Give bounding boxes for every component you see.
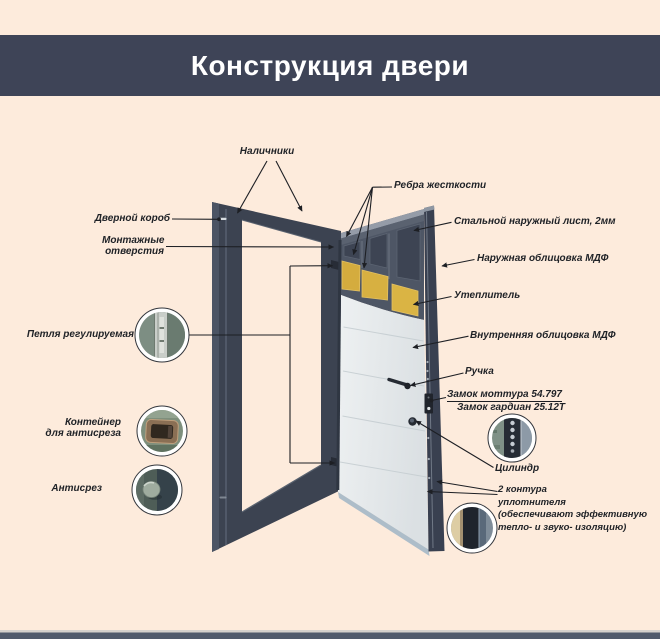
leader-lines bbox=[165, 160, 498, 496]
frame-trim-edge bbox=[212, 202, 219, 552]
cylinder-knob-center bbox=[410, 418, 414, 423]
top-rail bbox=[341, 214, 424, 245]
label-montazhnye-otverstiya: Монтажные отверстия bbox=[102, 235, 165, 257]
label-antisrez: Антисрез bbox=[51, 483, 102, 494]
title-bar: Конструкция двери bbox=[0, 35, 660, 96]
inner-panel bbox=[338, 295, 429, 550]
label-petlya: Петля регулируемая bbox=[26, 329, 134, 340]
mounting-hole bbox=[219, 496, 227, 499]
label-vnutrennyaya-oblitsovka: Внутренняя облицовка МДФ bbox=[470, 330, 616, 341]
label-kontura-line3: (обеспечивают эффективную bbox=[498, 509, 648, 520]
label-tsilindr: Цилиндр bbox=[495, 463, 540, 474]
footer-bar bbox=[0, 630, 660, 639]
label-stalnoy-list: Стальной наружный лист, 2мм bbox=[454, 216, 616, 227]
label-uteplitel: Утеплитель bbox=[454, 290, 521, 301]
label-naruzhnaya-oblitsovka: Наружная облицовка МДФ bbox=[477, 253, 609, 264]
cylinder-inset-circle bbox=[487, 413, 537, 463]
label-kontura-line4: тепло- и звуко- изоляцию) bbox=[498, 521, 627, 533]
label-zamok-mottura: Замок моттура 54.797 bbox=[447, 389, 562, 402]
seal-inset-circle bbox=[446, 502, 498, 554]
door-hardware bbox=[387, 360, 433, 480]
door-leaf bbox=[336, 205, 445, 556]
door-top-edge-highlight bbox=[341, 209, 424, 239]
frame-top-inner-edge bbox=[241, 219, 322, 243]
rivets bbox=[426, 360, 431, 480]
lock-screw bbox=[427, 396, 430, 399]
door-bottom-edge bbox=[338, 492, 430, 556]
handle-pivot bbox=[404, 382, 411, 390]
door-handle bbox=[387, 377, 409, 387]
page-title: Конструкция двери bbox=[190, 49, 470, 81]
label-rebra-zhestkosti: Ребра жесткости bbox=[394, 180, 487, 191]
label-dvernoy-korob: Дверной короб bbox=[94, 213, 170, 224]
antisrez-inset-circle bbox=[131, 464, 183, 516]
keyhole bbox=[427, 406, 431, 411]
label-kontura-line1: 2 контура bbox=[498, 484, 547, 495]
insulation-panels bbox=[341, 260, 419, 317]
frame-threshold-edge bbox=[241, 464, 322, 513]
lock-plate bbox=[424, 393, 433, 414]
door-hinge-edge bbox=[336, 239, 342, 491]
door-frame-body bbox=[212, 202, 341, 552]
label-nalichniki: Наличники bbox=[239, 146, 295, 157]
mounting-hole bbox=[218, 217, 227, 220]
hinge-inset-circle bbox=[134, 307, 190, 363]
door-frame bbox=[212, 202, 341, 552]
container-inset-circle bbox=[136, 405, 188, 457]
label-kontura-uplotnitelya: 2 контура уплотнителя (обеспечивают эффе… bbox=[498, 484, 647, 534]
label-kontura-line2: уплотнителя bbox=[498, 496, 566, 508]
label-ruchka: Ручка bbox=[465, 366, 494, 377]
label-konteyner: Контейнер для антисреза bbox=[45, 417, 121, 439]
label-zamok-gardian: Замок гардиан 25.12Т bbox=[457, 402, 566, 413]
